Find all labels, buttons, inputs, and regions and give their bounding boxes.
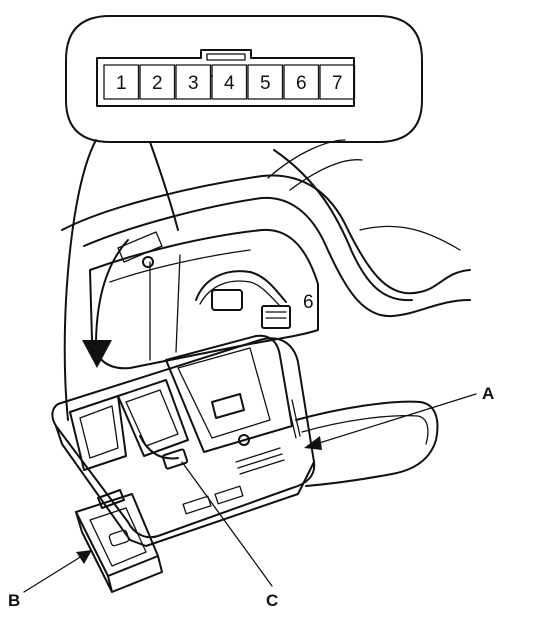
- lamp-window-right-inner: [177, 347, 271, 439]
- recess-outline: [89, 228, 319, 370]
- center-switch-bay: [117, 379, 189, 457]
- console-bottom-edge: [55, 425, 315, 547]
- switch-face: [89, 507, 147, 567]
- harness-wire: [195, 270, 287, 303]
- switch-tab: [97, 489, 125, 509]
- headliner-opening: [61, 75, 471, 370]
- bubble-leader-left: [63, 139, 97, 421]
- connector-pin-number: 5: [260, 73, 271, 94]
- connector-pin-number: 4: [224, 73, 235, 94]
- leader-b: [23, 555, 83, 593]
- harness-connector-body: [211, 289, 243, 311]
- mount-screw: [142, 256, 154, 268]
- switch-rocker: [108, 529, 130, 547]
- callout-a-label: A: [482, 384, 494, 403]
- console-housing: [51, 334, 316, 547]
- mirror-inner: [301, 415, 429, 445]
- switch-side: [75, 511, 163, 593]
- connector-housing: [96, 49, 355, 107]
- mirror-stem: [287, 399, 301, 439]
- lamp-window-left-inner: [79, 405, 119, 459]
- rearview-mirror: [287, 399, 439, 487]
- connector-pin-cell: [319, 64, 356, 100]
- console-outline: [51, 337, 316, 539]
- console-connector-c: [161, 448, 189, 470]
- lamp-window-left: [69, 395, 127, 471]
- callout-b-label: B: [8, 591, 20, 610]
- callout-c-label: C: [266, 591, 278, 610]
- connector-callout: 1 2 3 4 5 6 7: [63, 15, 423, 421]
- removal-arrow: [82, 239, 129, 368]
- connector-pin-number: 7: [332, 73, 343, 94]
- connector-pin-cell: [175, 64, 212, 100]
- map-light-switch: [75, 489, 163, 593]
- center-switch-bay-inner: [125, 389, 179, 447]
- headliner-outer-edge: [61, 174, 471, 295]
- connector-bubble-outline: [65, 15, 423, 143]
- headliner-inner-edge: [83, 196, 471, 318]
- harness-wire-2: [199, 280, 281, 307]
- callout-leaders: [23, 393, 477, 593]
- lamp-window-right: [165, 334, 293, 453]
- recess-shadow: [109, 249, 251, 361]
- connector-pin-number: 6: [296, 73, 307, 94]
- harness-pin-mark: 6: [303, 292, 314, 313]
- console-cable: [139, 435, 179, 460]
- harness-plug: [261, 305, 291, 329]
- removal-arrow-shaft: [95, 239, 129, 347]
- connector-pin-cell: [103, 64, 140, 100]
- roof-rib-2: [359, 225, 461, 251]
- connector-pin-cell: [139, 64, 176, 100]
- removal-arrow-head: [82, 340, 112, 368]
- mirror-outline: [295, 400, 439, 487]
- leader-b-arrow: [76, 550, 92, 564]
- connector-key-inner: [206, 53, 246, 61]
- connector-pin-number: 3: [188, 73, 199, 94]
- lower-button-1: [182, 495, 212, 515]
- console-screw: [238, 434, 250, 446]
- connector-pin-cell: [247, 64, 284, 100]
- vent-slots: [235, 447, 285, 475]
- connector-pin-number: 2: [152, 73, 163, 94]
- roof-rib-1: [267, 139, 363, 191]
- bubble-leader-right: [149, 141, 179, 231]
- leader-a: [315, 393, 477, 445]
- connector-pins: 1 2 3 4 5 6 7: [103, 64, 356, 100]
- lower-button-2: [214, 485, 244, 505]
- console-clip: [211, 393, 245, 419]
- roof-harness: 6: [195, 270, 314, 329]
- leader-c: [181, 461, 273, 587]
- leader-a-arrow: [304, 436, 322, 450]
- mount-bracket: [117, 231, 163, 263]
- windshield-edge: [211, 75, 413, 302]
- connector-pin-number: 1: [116, 73, 127, 94]
- harness-plug-detail: [265, 311, 287, 319]
- connector-pin-cell: [211, 64, 248, 100]
- connector-pin-cell: [283, 64, 320, 100]
